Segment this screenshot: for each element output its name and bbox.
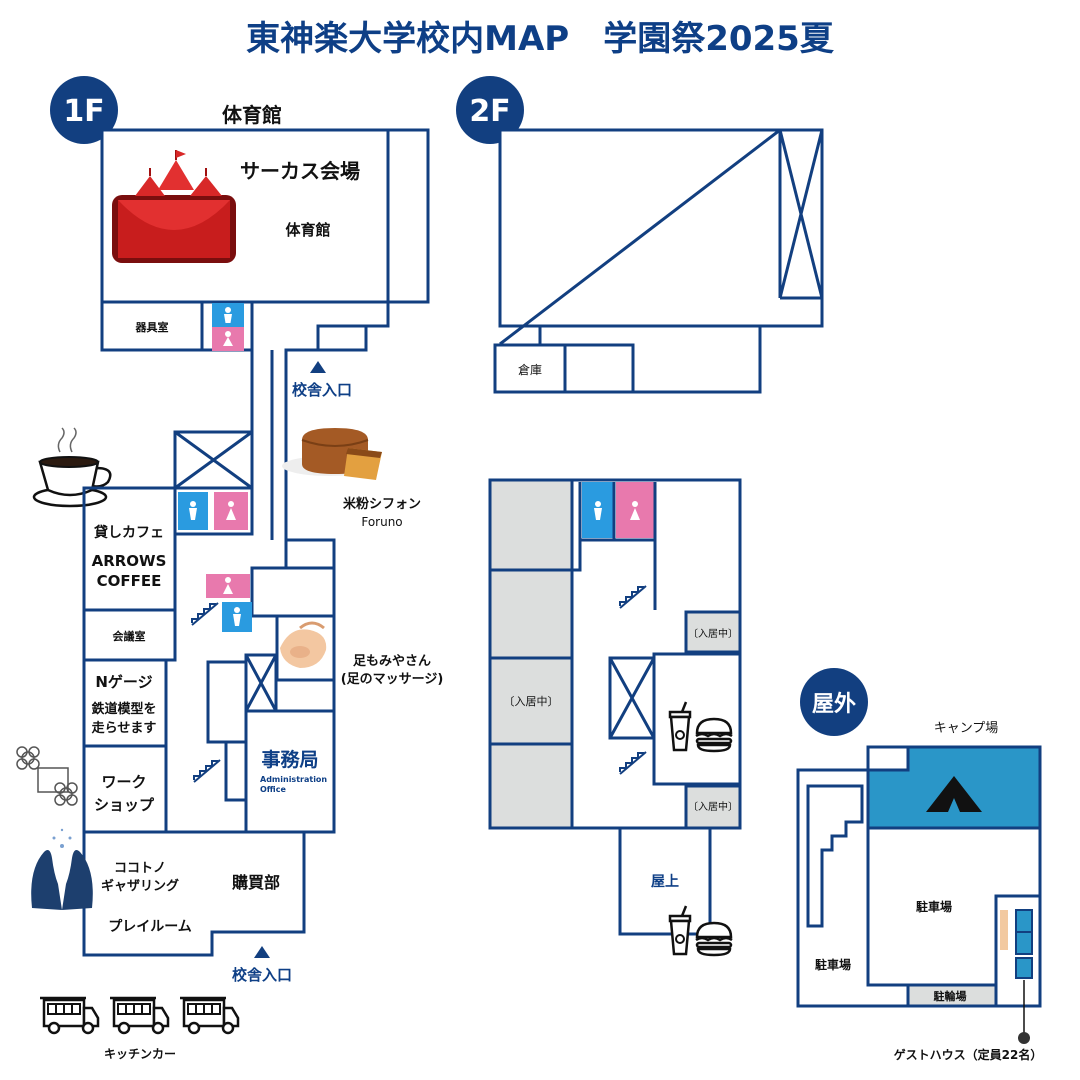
rooftop xyxy=(618,826,712,936)
playroom-label: プレイルーム xyxy=(108,919,192,935)
cocotono-line2: ギャザリング xyxy=(101,878,179,894)
flower-icon xyxy=(16,746,78,806)
kitchen-car-label: キッチンカー xyxy=(104,1047,176,1061)
equipment-room-label: 器具室 xyxy=(135,320,169,334)
female-restroom-icon xyxy=(212,327,244,351)
stairs-icon xyxy=(193,759,221,783)
floor-2f-badge xyxy=(456,76,524,144)
store-label: 購買部 xyxy=(231,873,280,892)
workshop-line2: ショップ xyxy=(94,796,155,814)
chiffon-cake-icon xyxy=(282,428,382,480)
foot-line1: 足もみやさん xyxy=(353,654,431,669)
guesthouse-label: ゲストハウス（定員22名） xyxy=(894,1047,1043,1062)
ngauge-line1: 鉄道模型を xyxy=(91,701,156,717)
triangle-up-icon xyxy=(310,361,326,373)
hands-icon xyxy=(31,828,93,910)
occupied-large-label: 〔入居中〕 xyxy=(504,695,559,708)
office-jp-label: 事務局 xyxy=(261,748,318,771)
floor-1f-badge-label: 1F xyxy=(63,94,104,129)
chiffon-brand: Foruno xyxy=(361,515,402,529)
foot-massage-icon xyxy=(280,621,327,668)
stairs-icon xyxy=(191,602,219,626)
entrance-bottom-label: 校舎入口 xyxy=(232,966,292,984)
rooftop-label: 屋上 xyxy=(651,874,679,890)
floor-2f-badge-label: 2F xyxy=(469,94,510,129)
entrance-top-label: 校舎入口 xyxy=(292,381,352,399)
parking-1-label: 駐車場 xyxy=(916,899,952,914)
chiffon-name: 米粉シフォン xyxy=(343,496,421,512)
cafe-line3: COFFEE xyxy=(97,572,162,590)
cafe-line2: ARROWS xyxy=(92,552,167,570)
equipment-room xyxy=(100,300,204,352)
office-en-line1: Administration xyxy=(260,775,327,784)
floor-1f-badge xyxy=(50,76,118,144)
storage-label: 倉庫 xyxy=(518,362,542,377)
ngauge-title: Nゲージ xyxy=(95,673,152,691)
cocotono-line1: ココトノ xyxy=(114,861,166,876)
workshop-line1: ワーク xyxy=(101,773,146,791)
circus-subtitle: 体育館 xyxy=(285,221,330,239)
camp-label: キャンプ場 xyxy=(934,721,999,736)
ngauge-line2: 走らせます xyxy=(92,720,157,736)
cafe-line1: 貸しカフェ xyxy=(93,524,164,541)
office-room xyxy=(244,709,336,834)
floor-2f: 2F 倉庫 〔入居中〕 〔入居中〕 〔入居中〕 屋上 xyxy=(456,76,824,957)
outdoor-badge-label: 屋外 xyxy=(812,691,856,717)
food-truck-icon xyxy=(38,996,100,1035)
circus-tent-icon xyxy=(112,150,236,263)
coffee-cup-icon xyxy=(32,427,112,508)
office-en-line2: Office xyxy=(260,785,286,794)
occupied-large-room xyxy=(488,656,574,746)
map-title: 東神楽大学校内MAP 学園祭2025夏 xyxy=(246,19,835,59)
meeting-room-label: 会議室 xyxy=(113,629,146,643)
gym-heading: 体育館 xyxy=(222,103,282,127)
triangle-up-icon xyxy=(254,946,270,958)
outdoor-badge xyxy=(800,668,868,736)
male-restroom-icon xyxy=(212,303,244,327)
circus-title: サーカス会場 xyxy=(240,159,360,183)
foot-line2: (足のマッサージ) xyxy=(341,672,444,687)
burger-icon xyxy=(694,717,734,753)
food-truck-icon xyxy=(178,996,240,1035)
cafe-room xyxy=(82,486,177,612)
tent-icon xyxy=(926,776,982,812)
burger-icon xyxy=(694,921,734,957)
bicycle-label: 駐輪場 xyxy=(934,989,967,1003)
occupied-small-2-label: 〔入居中〕 xyxy=(688,800,738,813)
occupied-small-1-label: 〔入居中〕 xyxy=(688,627,738,640)
floor-1f: 1F 体育館 サーカス会場 体育館 器具室 xyxy=(16,76,444,1061)
parking-2-label: 駐車場 xyxy=(815,957,851,972)
food-truck-icon xyxy=(108,996,170,1035)
outdoor-area: 屋外 キャンプ場 駐車場 駐車場 駐輪場 ゲストハウス（定員22名） xyxy=(796,668,1043,1062)
